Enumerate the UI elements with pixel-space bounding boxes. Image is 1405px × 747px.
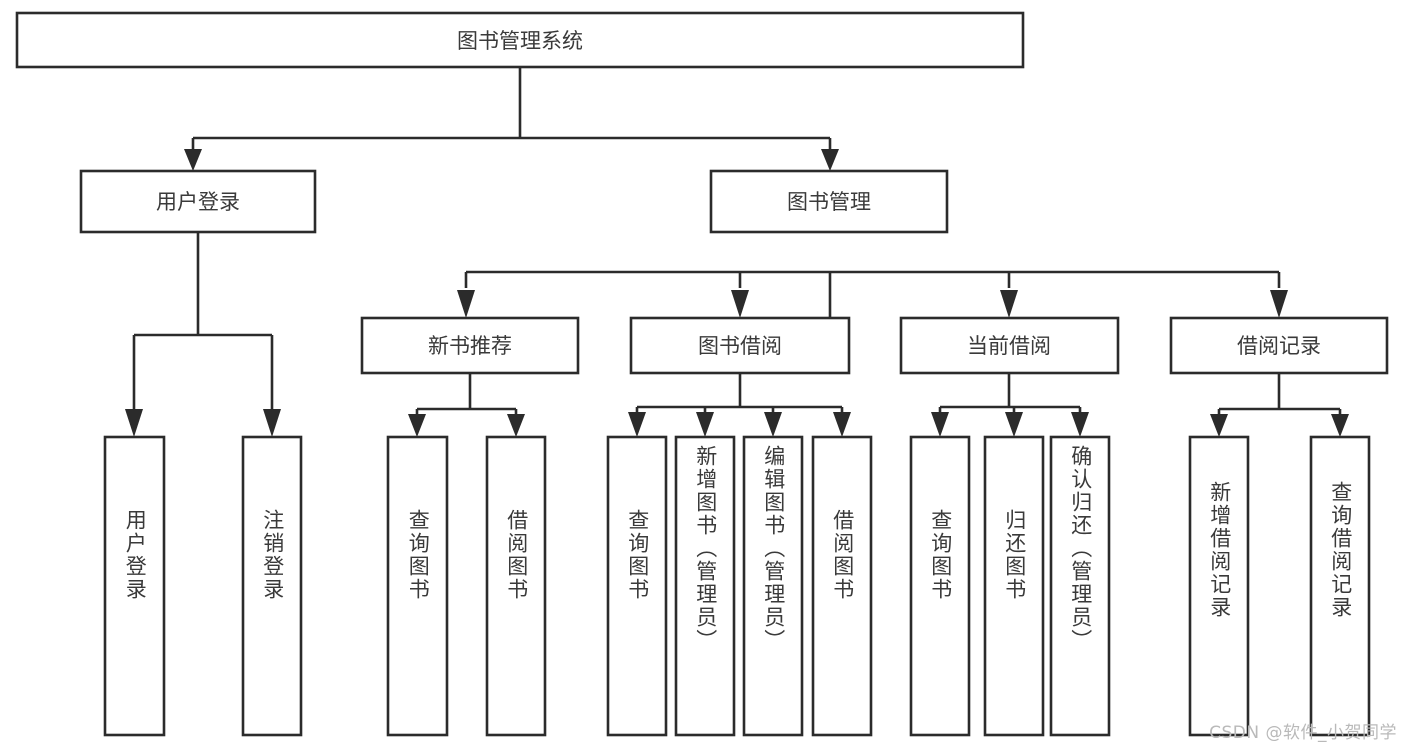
arrow-to-leaf-rec-query2 <box>1331 414 1349 437</box>
arrow-to-leaf-rec-query <box>408 414 426 437</box>
node-root-label: 图书管理系统 <box>457 29 583 53</box>
connectors-current-borrow-to-leaves <box>931 373 1089 437</box>
arrow-to-leaf-borrow-query <box>628 412 646 437</box>
leaf-box-cur-return[interactable] <box>983 435 1045 737</box>
arrow-to-leaf-cur-return <box>1005 412 1023 437</box>
csdn-watermark: CSDN @软件_小贺同学 <box>1209 723 1397 743</box>
connectors-book-borrow-to-leaves <box>628 373 851 437</box>
node-new-book-rec[interactable]: 新书推荐 <box>360 316 580 375</box>
arrow-to-leaf-borrow-edit <box>764 412 782 437</box>
leaf-boxes <box>103 435 1371 737</box>
node-user-login[interactable]: 用户登录 <box>79 169 317 234</box>
arrow-to-leaf-user-logout <box>263 409 281 437</box>
node-borrow-record[interactable]: 借阅记录 <box>1169 316 1389 375</box>
connectors-root-to-level2 <box>184 67 839 171</box>
leaf-box-borrow-edit[interactable] <box>742 435 804 737</box>
node-current-borrow[interactable]: 当前借阅 <box>899 316 1120 375</box>
node-root[interactable]: 图书管理系统 <box>15 11 1025 69</box>
leaf-box-borrow-do[interactable] <box>811 435 873 737</box>
node-book-manage-label: 图书管理 <box>787 190 871 214</box>
arrow-to-leaf-borrow-add <box>696 412 714 437</box>
leaf-box-rec-query[interactable] <box>386 435 449 737</box>
arrow-to-leaf-cur-confirm <box>1071 412 1089 437</box>
node-book-borrow-label: 图书借阅 <box>698 334 782 358</box>
leaf-box-borrow-query[interactable] <box>606 435 668 737</box>
arrow-to-leaf-user-login <box>125 409 143 437</box>
arrow-to-user-login <box>184 149 202 171</box>
node-current-borrow-label: 当前借阅 <box>967 334 1051 358</box>
leaf-box-user-logout[interactable] <box>241 435 303 737</box>
arrow-to-leaf-cur-query <box>931 412 949 437</box>
arrow-to-leaf-rec-borrow <box>507 414 525 437</box>
arrow-to-borrow-record <box>1270 290 1288 318</box>
connectors-user-login-to-leaves <box>125 232 281 437</box>
leaf-box-cur-query[interactable] <box>909 435 971 737</box>
connectors-book-manage-to-level3 <box>457 270 1288 373</box>
leaf-box-user-login[interactable] <box>103 435 166 737</box>
node-book-borrow[interactable]: 图书借阅 <box>629 316 851 375</box>
arrow-to-current-borrow <box>1000 290 1018 318</box>
leaf-box-rec-borrow[interactable] <box>485 435 547 737</box>
leaf-box-borrow-add[interactable] <box>674 435 736 737</box>
leaf-box-rec-query2[interactable] <box>1309 435 1371 737</box>
node-new-book-rec-label: 新书推荐 <box>428 334 512 358</box>
connectors-new-book-rec-to-leaves <box>408 373 525 437</box>
node-book-manage[interactable]: 图书管理 <box>709 169 949 234</box>
arrow-to-new-book-rec <box>457 290 475 318</box>
arrow-to-leaf-borrow-do <box>833 412 851 437</box>
node-borrow-record-label: 借阅记录 <box>1237 334 1321 358</box>
connectors-borrow-record-to-leaves <box>1210 373 1349 437</box>
arrow-to-book-borrow <box>731 290 749 318</box>
leaf-box-rec-add[interactable] <box>1188 435 1250 737</box>
arrow-to-book-manage <box>821 149 839 171</box>
leaf-box-cur-confirm[interactable] <box>1049 435 1111 737</box>
arrow-to-leaf-rec-add <box>1210 414 1228 437</box>
node-user-login-label: 用户登录 <box>156 190 240 214</box>
